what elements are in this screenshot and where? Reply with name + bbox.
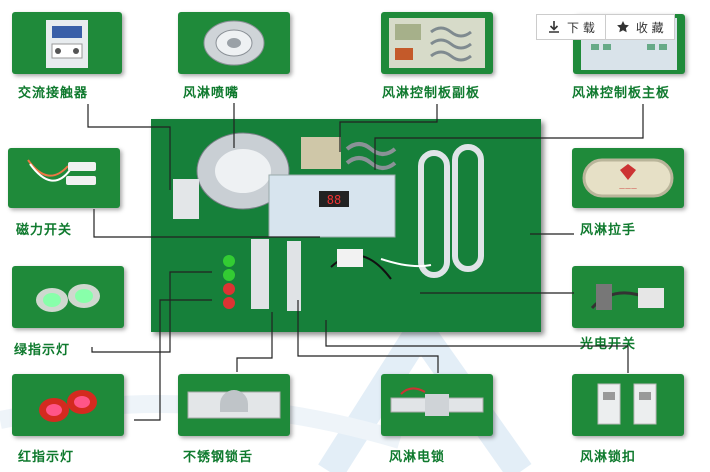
- photo-switch-label: 光电开关: [580, 337, 637, 352]
- buckle-image: [572, 374, 684, 436]
- contactor-label: 交流接触器: [18, 86, 89, 101]
- lock-image: [381, 374, 493, 436]
- tongue-image: [178, 374, 290, 436]
- download-button[interactable]: 下 载: [536, 14, 606, 40]
- contactor-image: [12, 12, 122, 74]
- red-light-label: 红指示灯: [18, 450, 75, 465]
- magnetic-switch-image: [8, 148, 120, 208]
- handle-image: ———: [572, 148, 684, 208]
- green-light-label: 绿指示灯: [14, 343, 71, 358]
- toolbar: 下 载 收 藏: [536, 14, 675, 40]
- tongue-label: 不锈钢锁舌: [183, 450, 254, 465]
- download-label: 下 载: [567, 20, 595, 35]
- photo-switch-image: [572, 266, 684, 328]
- magnetic-switch-label: 磁力开关: [16, 223, 73, 238]
- green-light-image: [12, 266, 124, 328]
- handle-label: 风淋拉手: [580, 223, 637, 238]
- parts-overview-image: 88: [151, 119, 541, 332]
- download-icon: [549, 21, 559, 33]
- favorite-button[interactable]: 收 藏: [605, 14, 675, 40]
- sub-board-image: [381, 12, 493, 74]
- red-light-image: [12, 374, 124, 436]
- sub-board-label: 风淋控制板副板: [382, 86, 481, 101]
- svg-text:———: ———: [619, 185, 637, 192]
- lock-label: 风淋电锁: [389, 450, 446, 465]
- favorite-label: 收 藏: [635, 20, 664, 35]
- nozzle-image: [178, 12, 290, 74]
- main-board-label: 风淋控制板主板: [572, 86, 671, 101]
- star-icon: [616, 21, 629, 33]
- center-panel-display: 88: [327, 193, 341, 207]
- nozzle-label: 风淋喷嘴: [183, 86, 240, 101]
- buckle-label: 风淋锁扣: [580, 450, 637, 465]
